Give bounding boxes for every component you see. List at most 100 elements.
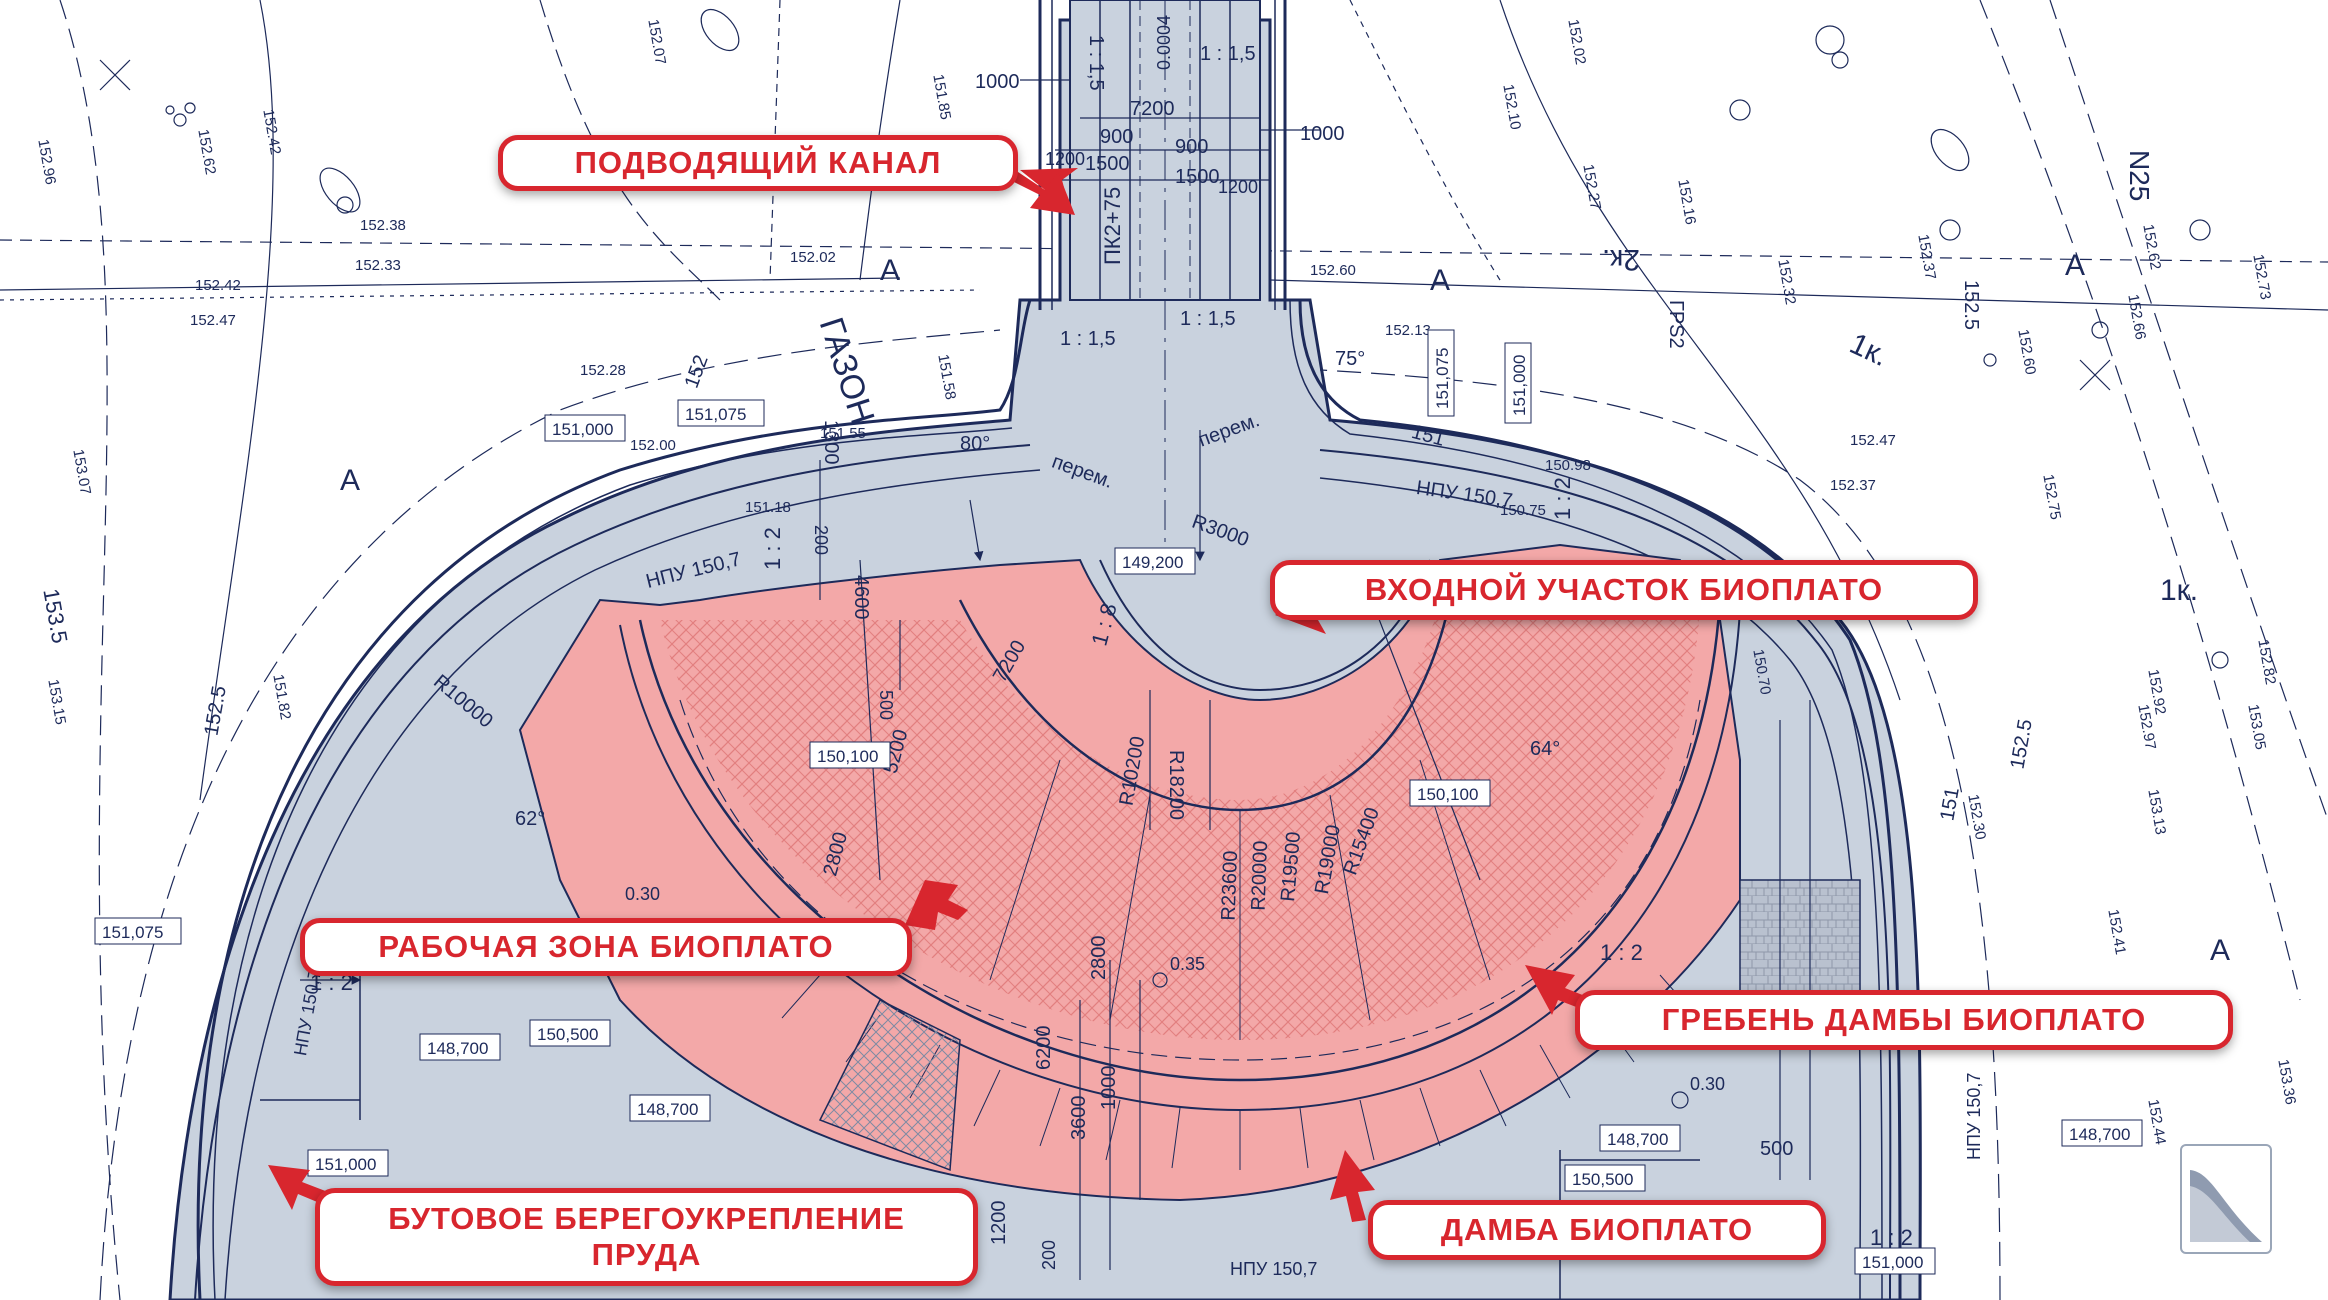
grad-0004-label: 0.0004 bbox=[1154, 15, 1174, 70]
svg-text:151,075: 151,075 bbox=[102, 923, 163, 942]
callout-dam-crest-text: ГРЕБЕНЬ ДАМБЫ БИОПЛАТО bbox=[1661, 1002, 2147, 1038]
spot-h26: 152.75 bbox=[2039, 473, 2064, 521]
r23600-label: R23600 bbox=[1218, 850, 1242, 921]
level-box-3: 151,075 bbox=[677, 399, 765, 427]
callout-dam-crest: ГРЕБЕНЬ ДАМБЫ БИОПЛАТО bbox=[1575, 990, 2233, 1050]
callout-inlet-section: ВХОДНОЙ УЧАСТОК БИОПЛАТО bbox=[1270, 560, 1978, 620]
k1-label: 1к. bbox=[1845, 327, 1894, 373]
spot-h34: 153.36 bbox=[2274, 1058, 2299, 1106]
level-box-5: 150,100 bbox=[1409, 779, 1491, 807]
level-box-10: 151,000 bbox=[307, 1149, 389, 1177]
spot-h33: 152.44 bbox=[2144, 1098, 2169, 1146]
rubble-patch-right bbox=[1739, 879, 1861, 1001]
spot-h15: 153.15 bbox=[44, 678, 69, 726]
spot-h30: 152.30 bbox=[1964, 793, 1989, 841]
svg-text:148,700: 148,700 bbox=[1607, 1130, 1668, 1149]
level-box-4: 150,100 bbox=[809, 741, 891, 769]
spot-h6: 152.33 bbox=[355, 257, 401, 274]
spot-h51: 152.5 bbox=[1960, 280, 1982, 330]
dim-1200c: 1200 bbox=[988, 1201, 1010, 1246]
spot-h39: 151.85 bbox=[929, 73, 954, 121]
callout-working-zone-text: РАБОЧАЯ ЗОНА БИОПЛАТО bbox=[378, 929, 834, 965]
r20000-label: R20000 bbox=[1248, 840, 1272, 911]
svg-text:149,200: 149,200 bbox=[1122, 553, 1183, 572]
callout-dam-text: ДАМБА БИОПЛАТО bbox=[1440, 1212, 1754, 1248]
dim-500b: 500 bbox=[1760, 1138, 1793, 1160]
level-box-2: 151,000 bbox=[544, 414, 626, 442]
level-box-16: 151,075 bbox=[1427, 329, 1455, 417]
spot-h7: 152.42 bbox=[195, 277, 241, 294]
slope-15-label-4: 1 : 1,5 bbox=[1180, 308, 1236, 330]
pk-label: ПК2+75 bbox=[1100, 187, 1125, 265]
rubble-patch-left bbox=[818, 998, 961, 1172]
dim-4600: 4600 bbox=[850, 575, 872, 620]
callout-supply-channel-text: ПОДВОДЯЩИЙ КАНАЛ bbox=[574, 145, 942, 181]
spot-h22: 152.32 bbox=[1774, 258, 1799, 306]
slope-12-label-5: 1 : 2 bbox=[760, 527, 785, 570]
n25-label: N25 bbox=[2124, 150, 2155, 201]
slope-12-label-4: 1 : 2 bbox=[1550, 477, 1575, 520]
callout-supply-channel: ПОДВОДЯЩИЙ КАНАЛ bbox=[498, 135, 1018, 191]
dim-1000c: 1000 bbox=[1098, 1066, 1120, 1111]
npu-label-3: НПУ 150,7 bbox=[1230, 1259, 1317, 1279]
svg-text:148,700: 148,700 bbox=[2069, 1125, 2130, 1144]
level-box-15: 151,000 bbox=[1504, 342, 1532, 424]
spot-h41: 150.98 bbox=[1545, 457, 1591, 474]
zone-a-label-1: А bbox=[880, 254, 900, 287]
dim-1200a: 1200 bbox=[1045, 149, 1085, 169]
spot-h25: 152.37 bbox=[1830, 477, 1876, 494]
grs2-label: ГРS2 bbox=[1665, 300, 1687, 349]
spot-h46: 153.5 bbox=[38, 587, 72, 646]
spot-h20: 152.27 bbox=[1579, 163, 1604, 211]
npu-label-5: НПУ 150,7 bbox=[1964, 1073, 1984, 1160]
dim-7200: 7200 bbox=[1130, 98, 1175, 120]
angle-62-label: 62° bbox=[515, 808, 545, 830]
level-box-7: 148,700 bbox=[419, 1033, 501, 1061]
svg-text:150,500: 150,500 bbox=[537, 1025, 598, 1044]
spot-h10: 152.28 bbox=[580, 362, 626, 379]
level-box-14: 151,000 bbox=[1854, 1247, 1936, 1275]
spot-h3: 152.62 bbox=[194, 128, 219, 176]
zone-a-label-4: А bbox=[2065, 249, 2085, 282]
callout-rubble-protection: БУТОВОЕ БЕРЕГОУКРЕПЛЕНИЕ ПРУДА bbox=[315, 1188, 978, 1286]
dimension-lines bbox=[300, 79, 1811, 1280]
callout-dam: ДАМБА БИОПЛАТО bbox=[1368, 1200, 1826, 1260]
spot-h11: 152.00 bbox=[630, 437, 676, 454]
spot-h8: 152.47 bbox=[190, 312, 236, 329]
svg-text:150,100: 150,100 bbox=[1417, 785, 1478, 804]
lawn-label: ГАЗОН bbox=[812, 313, 882, 429]
svg-text:151,000: 151,000 bbox=[1862, 1253, 1923, 1272]
level-box-13: 148,700 bbox=[2061, 1119, 2143, 1147]
dim-1000a: 1000 bbox=[975, 71, 1020, 93]
arrow-rubble bbox=[268, 1165, 328, 1210]
k2-label: 2к. bbox=[1602, 243, 1640, 276]
svg-text:150,500: 150,500 bbox=[1572, 1170, 1633, 1189]
grad-030-label-1: 0.30 bbox=[625, 884, 660, 904]
slope-12-label-3: 1 : 2 bbox=[1870, 1225, 1913, 1250]
dim-900b: 900 bbox=[1175, 136, 1208, 158]
level-box-1: 149,200 bbox=[1114, 547, 1196, 575]
callout-rubble-line1: БУТОВОЕ БЕРЕГОУКРЕПЛЕНИЕ bbox=[388, 1201, 905, 1237]
spot-h16: 152.60 bbox=[1310, 262, 1356, 279]
spot-h23: 152.37 bbox=[1914, 233, 1939, 281]
tree-symbols bbox=[99, 8, 2229, 1109]
spot-h38: 152.66 bbox=[2124, 293, 2149, 341]
spot-h5: 152.38 bbox=[360, 217, 406, 234]
spot-h47: 152.5 bbox=[201, 684, 231, 737]
spot-h37: 152.60 bbox=[2014, 328, 2039, 376]
dim-3600: 3600 bbox=[1068, 1096, 1090, 1141]
level-box-8: 150,500 bbox=[529, 1019, 611, 1047]
angle-80-label: 80° bbox=[960, 433, 990, 455]
spot-h18: 152.02 bbox=[1564, 18, 1589, 66]
svg-text:151,000: 151,000 bbox=[315, 1155, 376, 1174]
dim-900a: 900 bbox=[1100, 126, 1133, 148]
arrow-supply-channel-head bbox=[1010, 170, 1075, 215]
zone-a-label-3: А bbox=[340, 464, 360, 497]
spot-h12: 151.55 bbox=[820, 425, 866, 442]
level-box-6: 151,075 bbox=[94, 917, 182, 945]
spot-h21: 152.16 bbox=[1674, 178, 1699, 226]
arrow-working-zone bbox=[905, 880, 968, 930]
spot-h48: 152 bbox=[681, 352, 713, 391]
